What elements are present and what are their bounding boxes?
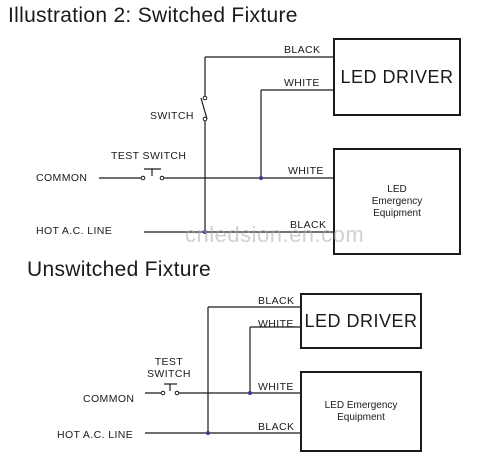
emergency-line-1: LED: [387, 183, 407, 195]
label-switch: SWITCH: [150, 110, 194, 122]
label-test-line-2: SWITCH: [147, 368, 191, 380]
led-driver-box-2: LED DRIVER: [300, 293, 422, 349]
label-white-top-2: WHITE: [258, 318, 294, 330]
emergency-line-3: Equipment: [373, 207, 421, 219]
label-black-bottom-2: BLACK: [258, 421, 295, 433]
label-common: COMMON: [36, 172, 88, 184]
label-white-top: WHITE: [284, 77, 320, 89]
led-driver-label: LED DRIVER: [340, 66, 454, 87]
led-driver-label-2: LED DRIVER: [304, 310, 418, 331]
label-test-switch: TEST SWITCH: [111, 150, 187, 162]
emergency-line-1-2: LED Emergency: [324, 399, 398, 411]
emergency-line-2-2: Equipment: [337, 411, 385, 423]
switched-title: Illustration 2: Switched Fixture: [8, 4, 298, 27]
label-test-line-1: TEST: [154, 356, 184, 368]
junction-dot: [259, 176, 263, 180]
unswitched-title: Unswitched Fixture: [27, 258, 211, 281]
emergency-equipment-box: LED Emergency Equipment: [333, 148, 461, 255]
switch-contact-top: [202, 95, 208, 101]
label-black-top: BLACK: [284, 44, 321, 56]
test-switch-contact-left: [140, 175, 146, 181]
label-black-bottom: BLACK: [290, 219, 327, 231]
switch-contact-bottom: [202, 116, 208, 122]
label-hot-line: HOT A.C. LINE: [36, 225, 113, 237]
watermark: cnledsion.en.com: [185, 222, 365, 247]
label-hot-line-2: HOT A.C. LINE: [57, 429, 134, 441]
label-common-2: COMMON: [83, 393, 135, 405]
label-black-top-2: BLACK: [258, 295, 295, 307]
switch-blade: [200, 97, 208, 120]
test-switch-contact-right: [159, 175, 165, 181]
junction-dot: [206, 431, 210, 435]
test-switch-contact-right-2: [174, 390, 180, 396]
test-switch-contact-left-2: [160, 390, 166, 396]
led-driver-box: LED DRIVER: [333, 38, 461, 116]
label-test-switch-2: TEST SWITCH: [147, 356, 191, 380]
junction-dot: [248, 391, 252, 395]
emergency-equipment-label: LED Emergency Equipment: [372, 184, 423, 220]
label-white-mid: WHITE: [288, 165, 324, 177]
emergency-equipment-box-2: LED Emergency Equipment: [300, 371, 422, 452]
emergency-line-2: Emergency: [371, 195, 423, 207]
label-white-mid-2: WHITE: [258, 381, 294, 393]
junction-dot: [203, 230, 207, 234]
emergency-equipment-label-2: LED Emergency Equipment: [325, 400, 398, 424]
